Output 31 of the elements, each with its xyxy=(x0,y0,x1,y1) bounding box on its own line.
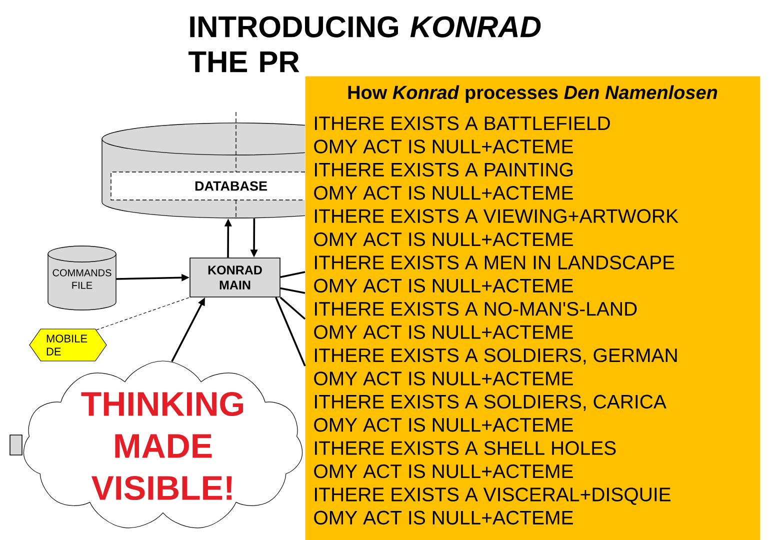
text-line: OMY ACT IS NULL+ACTEME xyxy=(314,325,573,339)
text-line: ITHERE EXISTS A BATTLEFIELD xyxy=(315,116,610,130)
text-line: OMY ACT IS NULL+ACTEME xyxy=(314,464,573,478)
connector-line xyxy=(280,271,306,278)
connector-line xyxy=(275,297,306,366)
display-hexagon: MOBILE DE xyxy=(29,328,107,362)
text-line: ITHERE EXISTS A VISCERAL+DISQUIE xyxy=(315,488,670,505)
dashed-box: DATABASE xyxy=(110,172,306,200)
text-line: ITHERE EXISTS A SHELL HOLES xyxy=(315,441,616,455)
text-line: OMY ACT IS NULL+ACTEME xyxy=(314,140,573,154)
text-line: OMY ACT IS NULL+ACTEME xyxy=(314,232,573,246)
dashed-line xyxy=(96,297,190,330)
process-box xyxy=(10,434,22,456)
text-line: ITHERE EXISTS A SOLDIERS, GERMAN xyxy=(315,348,677,364)
text-line: OMY ACT IS NULL+ACTEME xyxy=(314,418,573,432)
process-box: KONRAD MAIN xyxy=(190,258,280,298)
text-line: OMY ACT IS NULL+ACTEME xyxy=(314,510,573,525)
text-line: OMY ACT IS NULL+ACTEME xyxy=(314,186,573,200)
text-line: ITHERE EXISTS A SOLDIERS, CARICA xyxy=(315,394,666,411)
text-line: OMY ACT IS NULL+ACTEME xyxy=(314,278,573,293)
text-line: ITHERE EXISTS A MEN IN LANDSCAPE xyxy=(315,256,674,270)
panel-heading: How Konrad processes Den Namenlosen xyxy=(348,85,718,103)
text-line: ITHERE EXISTS A VIEWING+ARTWORK xyxy=(315,209,678,223)
text-line: ITHERE EXISTS A PAINTING xyxy=(315,162,573,177)
text-line: OMY ACT IS NULL+ACTEME xyxy=(314,372,573,386)
text-line: ITHERE EXISTS A NO-MAN'S-LAND xyxy=(315,302,637,316)
connector-line xyxy=(280,296,306,320)
file-cylinder: COMMANDS FILE xyxy=(48,246,116,310)
title: INTRODUCING KONRAD THE PR xyxy=(188,16,541,72)
thought-cloud: THINKING MADE VISIBLE! xyxy=(23,360,303,528)
connector-line xyxy=(280,287,306,294)
